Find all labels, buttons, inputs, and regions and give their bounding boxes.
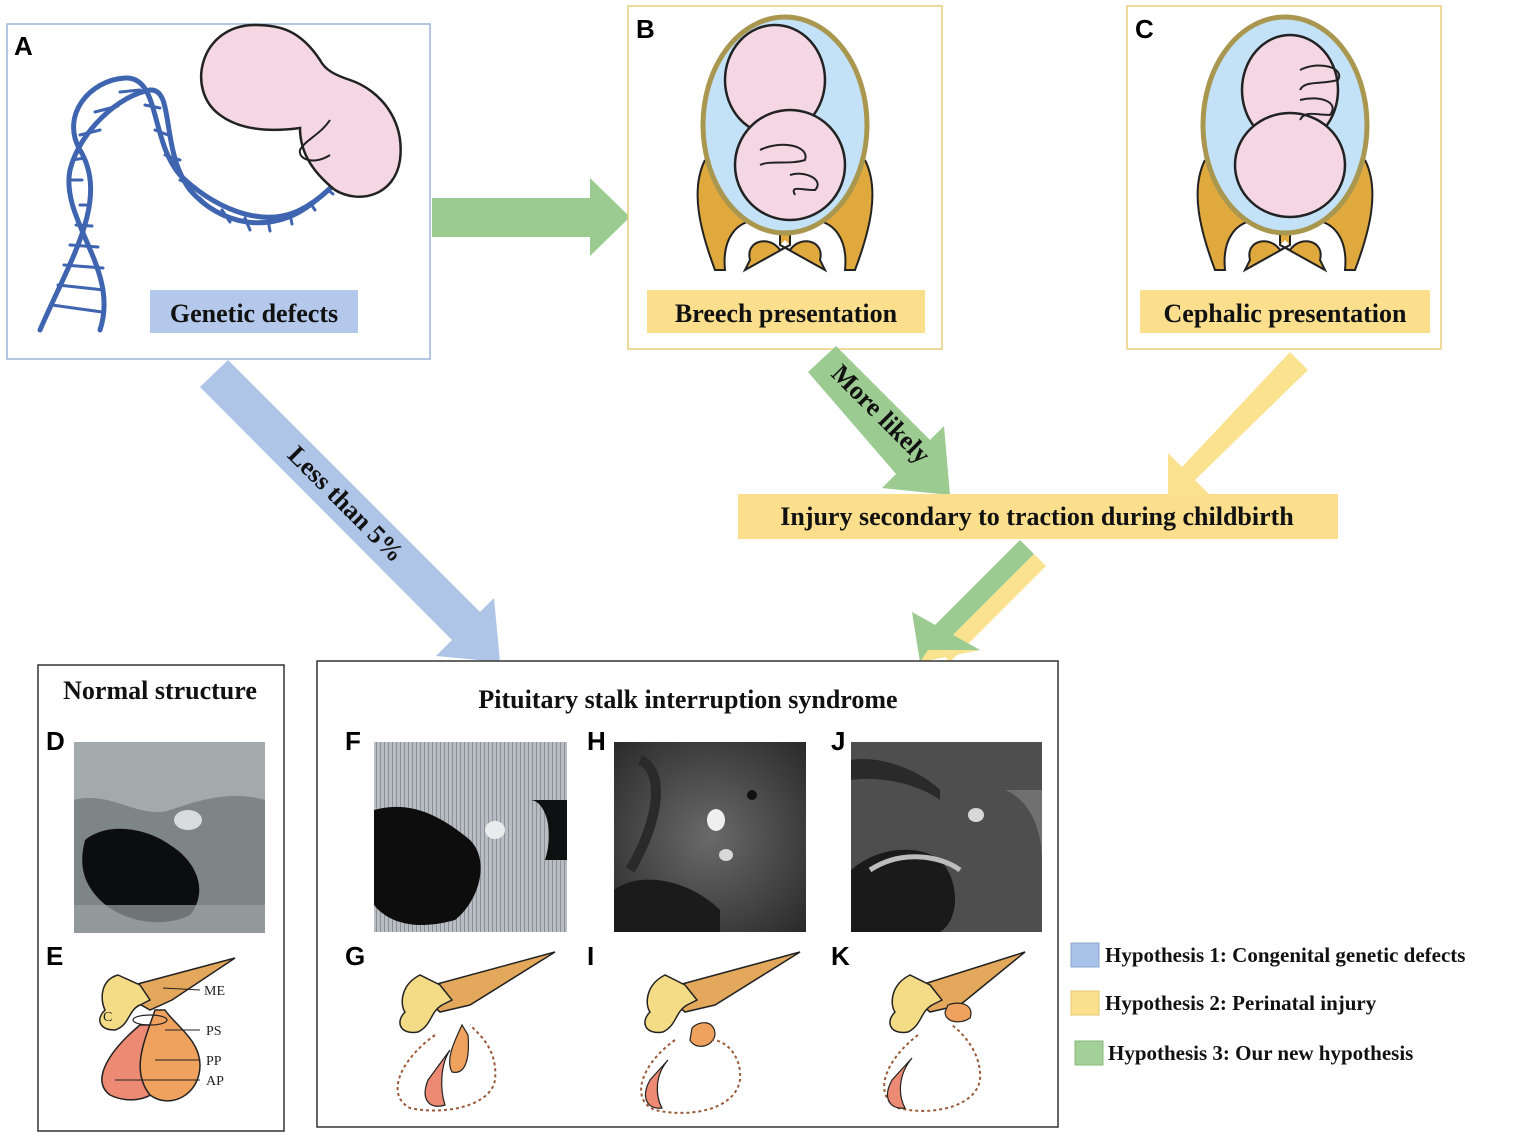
arrow-injury-to-psis xyxy=(912,540,1046,662)
legend: Hypothesis 1: Congenital genetic defects… xyxy=(1070,942,1465,1066)
panel-j-letter: J xyxy=(831,726,845,756)
arrow-a-to-b xyxy=(432,178,630,256)
genetic-defects-label-bg xyxy=(150,290,358,333)
panel-c: C Cephalic presentation xyxy=(1126,5,1442,350)
panel-f-letter: F xyxy=(345,726,361,756)
breech-label-bg xyxy=(647,290,925,333)
legend-text-1: Hypothesis 1: Congenital genetic defects xyxy=(1105,943,1465,967)
panel-b-letter: B xyxy=(636,14,655,44)
label-pp: PP xyxy=(206,1054,222,1069)
legend-swatch-3 xyxy=(1074,1040,1104,1066)
mri-image-j xyxy=(851,742,1042,932)
cephalic-label-bg xyxy=(1140,290,1430,333)
panel-a-letter: A xyxy=(14,31,33,61)
arrow-b-to-injury xyxy=(808,346,950,495)
legend-item-2: Hypothesis 2: Perinatal injury xyxy=(1070,990,1377,1016)
panel-k-letter: K xyxy=(831,941,850,971)
arrow-a-to-psis xyxy=(200,360,500,662)
breech-label: Breech presentation xyxy=(675,299,898,328)
panel-a: A xyxy=(6,23,431,360)
panel-i-letter: I xyxy=(587,941,594,971)
panel-c-letter: C xyxy=(1135,14,1154,44)
legend-item-1: Hypothesis 1: Congenital genetic defects xyxy=(1070,942,1465,968)
panel-g-letter: G xyxy=(345,941,365,971)
embryo-icon xyxy=(199,23,402,198)
dna-icon xyxy=(37,75,358,333)
label-ap: AP xyxy=(206,1074,224,1089)
normal-title: Normal structure xyxy=(63,676,257,705)
fetus-cephalic-icon xyxy=(1233,33,1347,219)
panel-d-letter: D xyxy=(46,726,65,756)
pituitary-g-icon xyxy=(396,951,556,1112)
fetus-breech-icon xyxy=(723,23,847,222)
arrow-c-to-injury xyxy=(1168,352,1308,495)
legend-swatch-1 xyxy=(1070,942,1100,968)
panel-psis: Pituitary stalk interruption syndrome F … xyxy=(316,660,1059,1128)
less-than-label: Less than 5% xyxy=(282,440,410,568)
label-ps: PS xyxy=(206,1024,222,1039)
pituitary-k-icon xyxy=(883,951,1026,1112)
psis-title: Pituitary stalk interruption syndrome xyxy=(478,685,897,714)
label-me: ME xyxy=(204,984,225,999)
mri-image-d xyxy=(74,742,265,933)
label-c: C xyxy=(103,1010,112,1025)
panel-b: B Breech presentation xyxy=(627,5,943,350)
legend-text-2: Hypothesis 2: Perinatal injury xyxy=(1105,991,1377,1015)
legend-text-3: Hypothesis 3: Our new hypothesis xyxy=(1108,1041,1413,1065)
pituitary-i-icon xyxy=(640,951,801,1114)
injury-box-label: Injury secondary to traction during chil… xyxy=(780,502,1294,531)
panel-normal: Normal structure D E ME C PS PP AP xyxy=(37,664,285,1132)
panel-h-letter: H xyxy=(587,726,606,756)
cephalic-label: Cephalic presentation xyxy=(1164,299,1407,328)
genetic-defects-label: Genetic defects xyxy=(170,299,338,328)
injury-box-bg xyxy=(738,494,1338,539)
legend-swatch-2 xyxy=(1070,990,1100,1016)
panel-e-letter: E xyxy=(46,941,63,971)
pituitary-normal-icon xyxy=(99,957,236,1102)
legend-item-3: Hypothesis 3: Our new hypothesis xyxy=(1074,1040,1413,1066)
mri-image-h xyxy=(614,742,806,932)
mri-image-f xyxy=(374,742,567,932)
